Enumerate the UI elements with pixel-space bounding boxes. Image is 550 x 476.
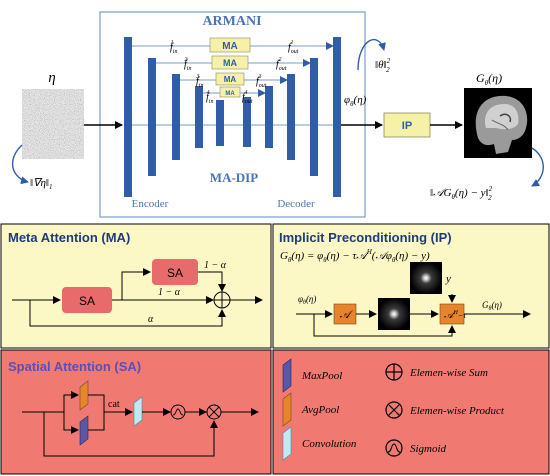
armani-title: ARMANI [202,14,261,29]
f-out-1: fout1 [288,40,299,55]
f-in-3: fin3 [195,74,203,89]
sa-cat-label: cat [108,399,120,410]
input-eta-label: η [48,70,55,86]
encoder-blocks [124,37,341,197]
sa-maxpool-block [79,415,89,446]
f-in-2: fin2 [184,57,191,72]
ip-output-label: Gθ(η) [482,300,502,312]
legend-sigmoid-icon [385,439,403,457]
output-label: Gθ(η) [476,71,502,87]
ma-sa-top [152,259,198,285]
legend-conv-label: Convolution [302,438,357,450]
ip-ah-label: 𝒜H−τ [444,310,467,321]
ma-sa-left-label: SA [79,294,95,308]
ma-sa-left [62,287,112,313]
legend-panel [272,349,550,475]
encoder-block-4 [195,86,203,148]
ma-bypass [29,300,226,327]
ip-input-label: φθ(η) [298,294,316,306]
sa-avg-out [88,394,105,412]
theta-arrow [357,38,386,71]
ma-box-1-label: MA [222,41,238,52]
ma-box-4-label: MA [225,91,235,97]
ip-skip [313,314,456,337]
mri-image [464,88,532,158]
sa-panel-title: Spatial Attention (SA) [8,359,141,374]
decoder-block-0 [333,37,341,197]
decoder-block-2 [287,74,295,160]
ma-box-3-label: MA [224,75,237,84]
encoder-block-1 [124,37,132,197]
sa-sigmoid-icon [170,404,186,420]
sa-avgpool-block [79,380,89,411]
f-labels: fin1 fout1 fin2 fout2 fin3 fout3 fin4 fo… [170,40,299,105]
f-in-4: fin4 [206,89,213,105]
legend-sigmoid-label: Sigmoid [410,443,447,455]
ma-box-3: MA [215,72,245,86]
ma-box-2-label: MA [223,58,237,68]
sa-split-top [63,391,79,412]
ip-kspace-1 [378,298,410,330]
ip-formula: Gθ(η) = φθ(η) − τ𝒜H(𝒜φθ(η) − y) [280,248,430,264]
sa-bypass [43,412,218,457]
ma-alpha-mid: 1 − α [158,287,181,298]
decoder-block-1 [310,58,318,176]
f-out-4: fout4 [242,89,253,105]
ma-panel [0,223,272,349]
loss-arrow [531,147,544,187]
legend-product-icon [385,401,403,419]
noise-image [22,89,84,159]
legend-avgpool-icon [282,392,292,427]
legend-maxpool-label: MaxPool [301,370,342,382]
encoder-block-2 [148,58,156,176]
f-out-2: fout2 [276,57,287,72]
phi-label: φθ(η) [344,94,367,108]
encoder-block-3 [172,74,180,160]
sa-conv-block [133,396,143,427]
ma-dip-subtitle: MA-DIP [210,170,258,185]
f-out-3: fout3 [256,74,267,89]
legend-maxpool-icon [282,358,292,393]
legend-sum-label: Elemen-wise Sum [409,367,488,379]
sa-max-out [88,412,105,431]
legend-conv-icon [282,426,292,461]
ip-kspace-y [410,262,442,294]
ip-box-label: IP [402,120,412,132]
ma-alpha-top: 1 − α [204,260,227,271]
decoder-block-3 [265,86,273,148]
legend-avgpool-label: AvgPool [301,404,339,416]
ip-panel-title: Implicit Preconditioning (IP) [279,230,452,245]
sa-split-bottom [63,412,79,434]
ma-alpha-bottom: α [148,314,154,325]
ma-box-1: MA [209,37,251,53]
decoder-label: Decoder [277,198,315,210]
ma-panel-title: Meta Attention (MA) [8,230,130,245]
encoder-label: Encoder [132,198,169,210]
reg-arrow [11,144,29,185]
ma-box-2: MA [211,55,249,70]
legend-sum-icon [385,363,403,381]
ma-box-4: MA [219,86,241,98]
legend-product-label: Elemen-wise Product [409,405,505,417]
bottleneck-block [216,100,224,146]
ma-sa-top-label: SA [167,266,183,280]
ma-branch-up [121,268,151,300]
f-in-1: fin1 [170,40,177,55]
ma-top-path [198,271,226,292]
input-regularizer: ‖∇η‖1 [30,177,53,191]
decoder-block-4 [243,97,251,147]
ip-y-label: y [445,273,451,285]
